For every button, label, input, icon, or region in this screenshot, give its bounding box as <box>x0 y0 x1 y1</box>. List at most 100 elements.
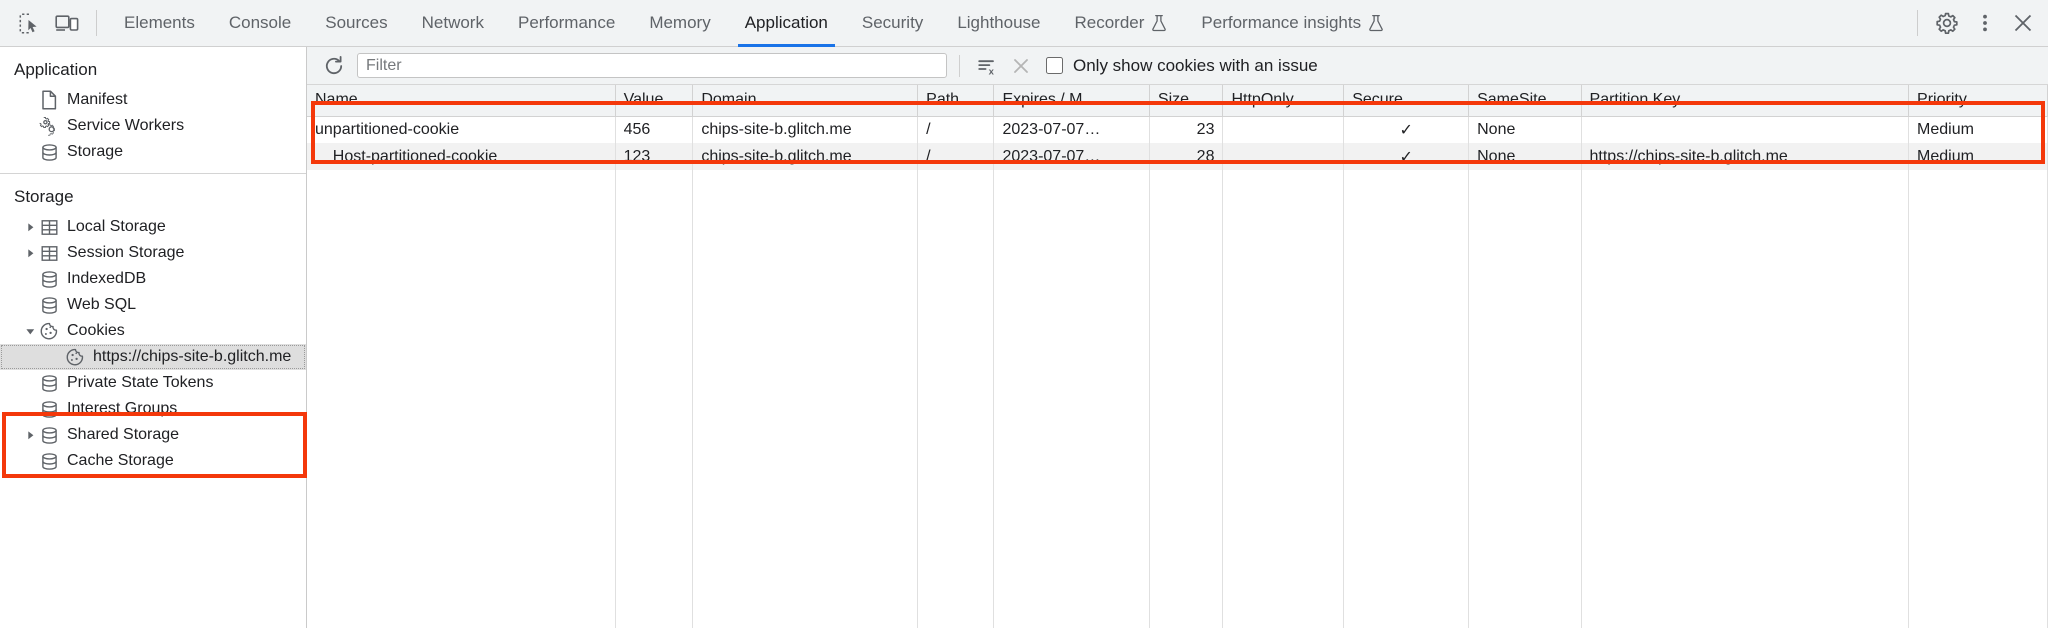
clear-filtered-icon[interactable]: x <box>972 52 1002 80</box>
column-header-expires-m[interactable]: Expires / M… <box>993 85 1150 117</box>
cell-domain: chips-site-b.glitch.me <box>692 116 919 143</box>
only-show-issues-label: Only show cookies with an issue <box>1073 55 1318 75</box>
column-header-samesite[interactable]: SameSite <box>1468 85 1582 117</box>
cell-partition-key: https://chips-site-b.glitch.me <box>1581 143 1910 170</box>
document-icon <box>38 90 60 110</box>
tab-performance[interactable]: Performance <box>501 0 632 47</box>
sidebar-item-label: Interest Groups <box>67 400 178 417</box>
sidebar-item-label: Cache Storage <box>67 452 174 469</box>
close-icon[interactable] <box>2004 4 2042 42</box>
tab-recorder[interactable]: Recorder <box>1058 0 1185 47</box>
sidebar-item-label: IndexedDB <box>67 270 147 287</box>
tab-application[interactable]: Application <box>728 0 845 47</box>
tab-sources[interactable]: Sources <box>308 0 404 47</box>
tab-security[interactable]: Security <box>845 0 940 47</box>
sidebar-item-label: Local Storage <box>67 218 166 235</box>
table-empty-row <box>307 278 2048 305</box>
cookie-icon <box>38 321 60 341</box>
cell-samesite: None <box>1468 143 1582 170</box>
sidebar-item-local-storage[interactable]: Local Storage <box>0 214 306 240</box>
tab-performance-insights[interactable]: Performance insights <box>1184 0 1401 47</box>
cookies-filter-toolbar: x Only show cookies with an issue <box>307 47 2048 85</box>
sidebar-item-label: Storage <box>67 143 124 160</box>
table-empty-row <box>307 440 2048 467</box>
inspect-element-icon[interactable] <box>10 4 48 42</box>
sidebar-item-interest-groups[interactable]: Interest Groups <box>0 396 306 422</box>
cell-name: __Host-partitioned-cookie <box>307 143 616 170</box>
table-empty-row <box>307 305 2048 332</box>
sidebar-item-storage[interactable]: Storage <box>0 139 306 165</box>
filter-input[interactable] <box>357 53 947 78</box>
sidebar-item-label: Manifest <box>67 91 128 108</box>
toolbar-right-actions <box>1907 4 2042 42</box>
tab-label: Recorder <box>1074 13 1145 32</box>
column-header-size[interactable]: Size <box>1149 85 1224 117</box>
table-empty-row <box>307 521 2048 548</box>
cell-expires-m: 2023-07-07… <box>993 143 1150 170</box>
tab-label: Network <box>421 13 484 32</box>
chevron-right-icon[interactable] <box>22 430 38 441</box>
column-header-httponly[interactable]: HttpOnly <box>1222 85 1345 117</box>
chevron-down-icon[interactable] <box>22 326 38 337</box>
table-empty-row <box>307 467 2048 494</box>
column-header-secure[interactable]: Secure <box>1343 85 1470 117</box>
sidebar-item-label: Private State Tokens <box>67 374 214 391</box>
sidebar-item-service-workers[interactable]: Service Workers <box>0 113 306 139</box>
table-icon <box>38 218 60 237</box>
tab-elements[interactable]: Elements <box>107 0 212 47</box>
sidebar-item-private-state-tokens[interactable]: Private State Tokens <box>0 370 306 396</box>
sidebar-item-https-chips-site-b-glitch-me[interactable]: https://chips-site-b.glitch.me <box>0 344 306 370</box>
table-empty-row <box>307 359 2048 386</box>
tab-label: Sources <box>325 13 388 32</box>
database-icon <box>38 426 60 445</box>
column-header-path[interactable]: Path <box>917 85 995 117</box>
sidebar-item-cache-storage[interactable]: Cache Storage <box>0 448 306 474</box>
tab-network[interactable]: Network <box>405 0 501 47</box>
refresh-icon[interactable] <box>319 52 349 80</box>
filterbar-divider <box>959 54 960 77</box>
sidebar-item-cookies[interactable]: Cookies <box>0 318 306 344</box>
cookie-icon <box>64 347 86 367</box>
table-empty-row <box>307 386 2048 413</box>
sidebar-item-label: Session Storage <box>67 244 185 261</box>
checkbox-box[interactable] <box>1046 57 1063 74</box>
column-header-domain[interactable]: Domain <box>692 85 919 117</box>
chevron-right-icon[interactable] <box>22 248 38 259</box>
column-header-value[interactable]: Value <box>615 85 694 117</box>
tab-lighthouse[interactable]: Lighthouse <box>940 0 1057 47</box>
sidebar-item-session-storage[interactable]: Session Storage <box>0 240 306 266</box>
more-vertical-icon[interactable] <box>1966 4 2004 42</box>
column-header-priority[interactable]: Priority <box>1908 85 2048 117</box>
sidebar-item-label: Web SQL <box>67 296 137 313</box>
table-empty-row <box>307 251 2048 278</box>
cell-secure: ✓ <box>1343 143 1470 170</box>
cell-path: / <box>917 143 995 170</box>
clear-all-icon[interactable] <box>1006 52 1036 80</box>
tab-memory[interactable]: Memory <box>632 0 727 47</box>
gear-icon[interactable] <box>1928 4 1966 42</box>
device-toolbar-icon[interactable] <box>48 4 86 42</box>
cell-secure: ✓ <box>1343 116 1470 143</box>
column-header-partition-key[interactable]: Partition Key <box>1581 85 1910 117</box>
column-header-name[interactable]: Name <box>307 85 616 117</box>
sidebar-item-shared-storage[interactable]: Shared Storage <box>0 422 306 448</box>
cookies-panel: x Only show cookies with an issue NameVa… <box>307 47 2048 628</box>
cell-samesite: None <box>1468 116 1582 143</box>
chevron-right-icon[interactable] <box>22 222 38 233</box>
only-show-issues-checkbox[interactable]: Only show cookies with an issue <box>1046 56 1318 76</box>
table-empty-row <box>307 170 2048 197</box>
tab-console[interactable]: Console <box>212 0 308 47</box>
sidebar-section-title: Application <box>14 60 98 79</box>
cell-priority: Medium <box>1908 116 2048 143</box>
sidebar-item-manifest[interactable]: Manifest <box>0 87 306 113</box>
sidebar-item-indexeddb[interactable]: IndexedDB <box>0 266 306 292</box>
sidebar-item-web-sql[interactable]: Web SQL <box>0 292 306 318</box>
database-icon <box>38 452 60 471</box>
